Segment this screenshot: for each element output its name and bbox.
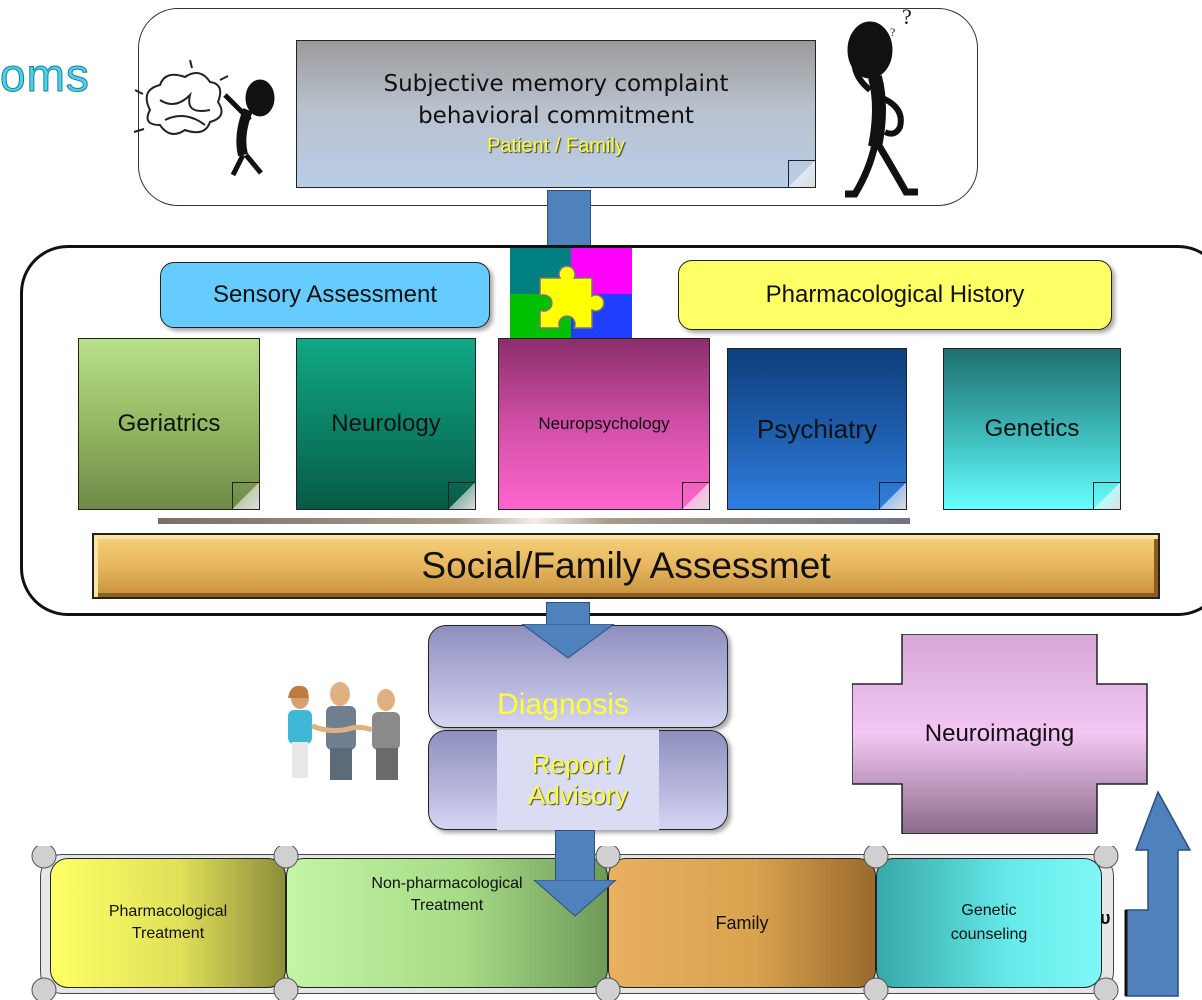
pharmacological-history-label: Pharmacological History: [765, 281, 1025, 308]
specialty-psychiatry: Psychiatry: [727, 348, 907, 510]
specialty-label: Neurology: [331, 410, 441, 437]
assessment-panel: [20, 245, 1202, 616]
svg-text:?: ?: [890, 25, 895, 39]
flow-arrow-intake-to-assessment: [547, 190, 591, 250]
neuroimaging-label-wrap: Neuroimaging: [852, 684, 1147, 784]
intake-line-1: Subjective memory complaint: [383, 70, 729, 97]
social-family-label: Social/Family Assessmet: [421, 545, 831, 586]
treatment-genetic-counseling: Genetic counseling: [876, 858, 1102, 988]
specialty-label: Genetics: [984, 415, 1080, 442]
flow-arrow-report-to-treatment: [555, 830, 595, 884]
treatment-pharmacological: Pharmacological Treatment: [50, 858, 286, 988]
report-line-2: Advisory: [528, 780, 628, 810]
specialty-neuropsychology: Neuropsychology: [498, 338, 710, 510]
treatment-line-2: Treatment: [410, 897, 484, 914]
report-advisory-label-panel: Report / Advisory: [497, 730, 659, 830]
treatment-line-1: Pharmacological: [108, 903, 228, 920]
sensory-assessment-label: Sensory Assessment: [212, 281, 438, 308]
specialty-neurology: Neurology: [296, 338, 476, 510]
treatment-bar-corner-notches: [31, 846, 1119, 1000]
intake-line-2: behavioral commitment: [418, 102, 694, 129]
specialty-label: Geriatrics: [117, 410, 221, 437]
stressed-person-illustration: [133, 59, 275, 177]
diagnosis-label: Diagnosis: [497, 687, 629, 721]
pharmacological-history-banner: Pharmacological History: [678, 260, 1112, 330]
treatment-line-1: Genetic: [961, 902, 1017, 919]
intake-line-3: Patient / Family: [487, 134, 625, 157]
treatment-family: Family: [608, 858, 876, 988]
svg-text:?: ?: [902, 4, 912, 29]
flow-arrowhead-3: [533, 880, 617, 917]
specialty-geriatrics: Geriatrics: [78, 338, 260, 510]
treatment-line-2: counseling: [950, 926, 1028, 943]
sensory-assessment-banner: Sensory Assessment: [160, 262, 490, 328]
slide-title-fragment: oms: [0, 49, 90, 102]
handshake-people-illustration: [288, 682, 400, 780]
up-arrow-to-neuroimaging: [1124, 790, 1192, 997]
social-family-assessment-bar: Social/Family Assessmet: [92, 533, 1160, 599]
specialty-label: Neuropsychology: [538, 414, 670, 433]
memory-complaint-note: Subjective memory complaint behavioral c…: [296, 40, 816, 188]
confused-person-illustration: ? ?: [845, 4, 918, 198]
report-line-1: Report /: [531, 749, 625, 779]
decorative-divider: [158, 518, 910, 524]
neuroimaging-shape: [852, 634, 1148, 834]
decorative-squiggle: υ: [1100, 908, 1111, 928]
puzzle-icon: [510, 248, 632, 340]
treatment-line-1: Family: [715, 912, 769, 933]
specialty-label: Psychiatry: [757, 413, 877, 444]
treatment-line-2: Treatment: [131, 925, 205, 942]
specialty-genetics: Genetics: [943, 348, 1121, 510]
neuroimaging-label: Neuroimaging: [924, 720, 1075, 747]
treatment-line-1: Non-pharmacological: [371, 875, 523, 892]
flow-arrowhead-2: [521, 624, 615, 659]
